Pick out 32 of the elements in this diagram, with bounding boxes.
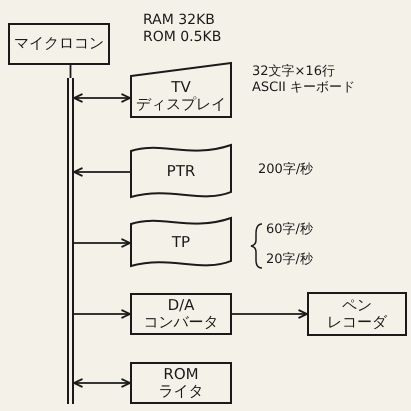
- arrow: [232, 309, 308, 319]
- tape-box: [130, 216, 232, 270]
- arrow: [73, 167, 130, 177]
- arrow: [73, 93, 131, 103]
- node-label: ペン: [342, 296, 372, 314]
- note-text: ROM 0.5KB: [143, 28, 222, 46]
- process-box: [307, 292, 407, 336]
- process-box: [130, 362, 232, 404]
- node-label: D/A: [168, 296, 194, 314]
- arrow: [74, 238, 131, 248]
- node-label: ライタ: [158, 383, 204, 400]
- node-label: ディスプレイ: [136, 96, 226, 114]
- note-text: 32文字×16行: [252, 64, 336, 80]
- note-text: 20字/秒: [266, 252, 313, 268]
- note-text: ASCII キーボード: [252, 80, 356, 96]
- arrow: [74, 309, 131, 319]
- node-label: PTR: [166, 163, 196, 181]
- display-box: [130, 62, 232, 118]
- node-label: TV: [171, 78, 191, 96]
- node-label: TP: [172, 234, 190, 252]
- node-label: ROM: [163, 366, 199, 383]
- note-text: 60字/秒: [266, 222, 313, 238]
- node-label: レコーダ: [327, 314, 387, 332]
- node-label: マイクロコン: [14, 35, 104, 53]
- note-text: 200字/秒: [258, 162, 314, 178]
- process-box: [130, 293, 232, 335]
- arrow: [73, 378, 131, 388]
- note-text: RAM 32KB: [143, 12, 216, 29]
- process-box: [8, 23, 110, 65]
- node-label: コンバータ: [144, 314, 218, 332]
- tape-box: [130, 143, 232, 201]
- bus-line: [67, 78, 74, 404]
